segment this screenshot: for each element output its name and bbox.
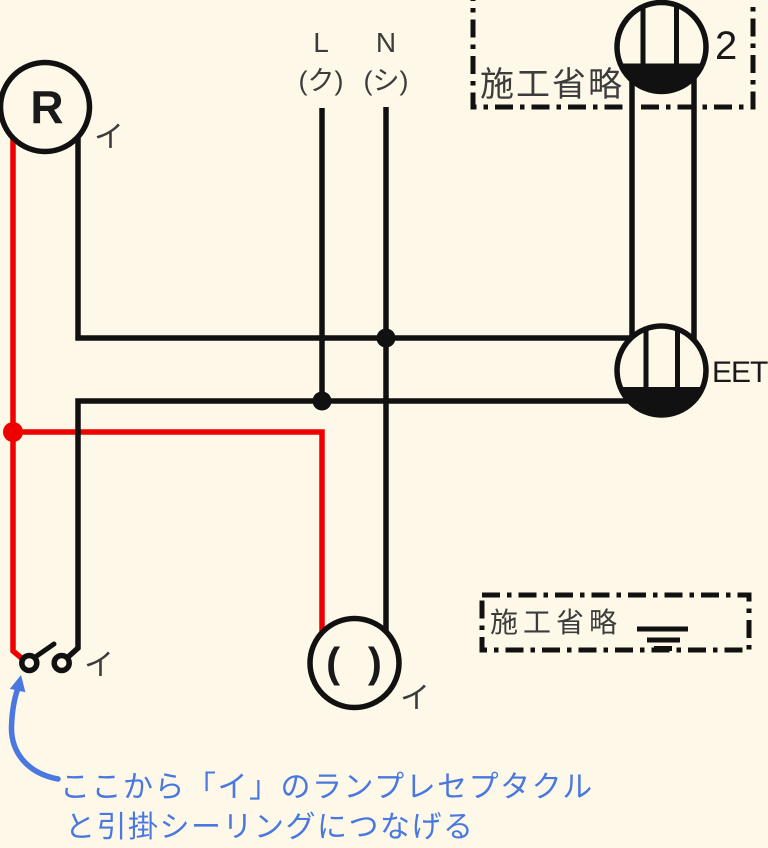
- eet-label: EET: [712, 356, 768, 389]
- red-wires: [3, 133, 325, 661]
- black-wires: [65, 60, 697, 660]
- source-l-wire-label: (ク): [299, 66, 344, 96]
- construction-omitted-box-bottom: [479, 592, 752, 653]
- outlet2-wall-fill: [620, 63, 703, 92]
- source-l-label: L: [313, 27, 329, 58]
- lamp-receptacle-letter: R: [30, 81, 63, 133]
- source-n-label: N: [376, 27, 396, 58]
- annotation-arrow-curve: [8, 681, 61, 782]
- annotation-text-line2: と引掛シーリングにつなげる: [65, 811, 475, 844]
- lamp-receptacle-circle: [0, 59, 93, 155]
- lamp-circuit-label: イ: [94, 121, 124, 154]
- eet-outlet-symbol: [614, 323, 709, 418]
- switch-blade: [33, 641, 57, 659]
- ceiling-rose-circle: [307, 615, 402, 711]
- annotation-arrowhead: [9, 675, 26, 693]
- outlet2-count-label: 2: [715, 24, 737, 68]
- ceiling-rose-circuit-label: イ: [400, 682, 430, 715]
- construction-omitted-label-top: 施工省略: [480, 66, 624, 104]
- ceiling-rose-glyph: ( ): [326, 639, 390, 686]
- lamp-receptacle-symbol: R: [0, 59, 93, 155]
- switch-circuit-label: イ: [84, 649, 114, 682]
- ceiling-rose-symbol: ( ): [307, 615, 402, 711]
- wire-lamp-neutral: [75, 132, 632, 341]
- red-wire-branch-to-ceiling-rose: [13, 429, 325, 640]
- switch-symbol: [19, 641, 72, 674]
- outlet2-symbol: [614, 0, 709, 95]
- annotation-text-line1: ここから「イ」のランプレセプタクル: [60, 771, 594, 804]
- black-junction-dot-l: [312, 391, 332, 411]
- black-junction-dot-n: [376, 328, 396, 348]
- red-wire-switch-to-lamp: [10, 133, 24, 661]
- eet-wall-fill: [620, 387, 703, 416]
- annotation: ここから「イ」のランプレセプタクル と引掛シーリングにつなげる: [8, 675, 594, 844]
- ground-symbol: [637, 626, 688, 651]
- source-n-wire-label: (シ): [364, 66, 409, 96]
- wire-live-to-switch-and-eet: [65, 398, 629, 660]
- construction-omitted-label-bottom: 施工省略: [490, 607, 622, 638]
- red-junction-dot: [3, 422, 23, 442]
- construction-omitted-box-top: [470, 0, 756, 110]
- switch-terminal-right: [51, 652, 72, 674]
- switch-terminal-left: [19, 652, 40, 674]
